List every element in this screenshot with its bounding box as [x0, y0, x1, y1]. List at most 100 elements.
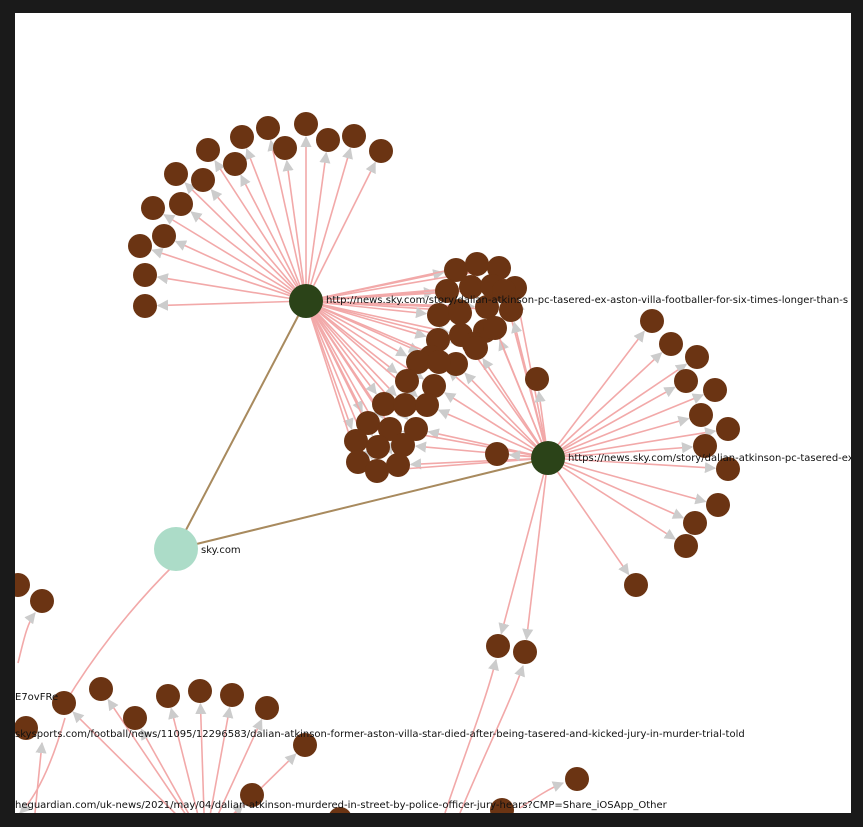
leaf-node[interactable]	[386, 453, 410, 477]
leaf-node[interactable]	[513, 640, 537, 664]
leaf-node[interactable]	[169, 192, 193, 216]
page-node[interactable]	[531, 441, 565, 475]
leaf-node[interactable]	[391, 433, 415, 457]
leaf-node[interactable]	[256, 116, 280, 140]
leaf-node[interactable]	[435, 279, 459, 303]
graph-edge	[490, 318, 549, 459]
leaf-node[interactable]	[427, 350, 451, 374]
leaf-node[interactable]	[422, 374, 446, 398]
leaf-node[interactable]	[133, 263, 157, 287]
graph-edge	[305, 300, 377, 395]
leaf-node[interactable]	[525, 367, 549, 391]
leaf-node[interactable]	[365, 459, 389, 483]
graph-edge	[17, 612, 36, 664]
graph-edge	[156, 273, 307, 302]
leaf-node[interactable]	[448, 301, 472, 325]
leaf-node[interactable]	[406, 350, 430, 374]
leaf-node[interactable]	[366, 435, 390, 459]
leaf-node[interactable]	[164, 162, 188, 186]
leaf-node[interactable]	[444, 258, 468, 282]
leaf-node[interactable]	[123, 706, 147, 730]
leaf-node[interactable]	[273, 136, 297, 160]
leaf-node[interactable]	[674, 369, 698, 393]
graph-edge	[175, 460, 536, 550]
graph-edge	[151, 247, 307, 302]
leaf-node[interactable]	[89, 677, 113, 701]
leaf-node[interactable]	[223, 152, 247, 176]
leaf-node[interactable]	[346, 450, 370, 474]
leaf-node[interactable]	[342, 124, 366, 148]
leaf-node[interactable]	[220, 683, 244, 707]
leaf-node[interactable]	[188, 679, 212, 703]
leaf-node[interactable]	[191, 168, 215, 192]
graph-edge	[547, 457, 717, 474]
leaf-node[interactable]	[683, 511, 707, 535]
leaf-node[interactable]	[141, 196, 165, 220]
leaf-node[interactable]	[490, 798, 514, 813]
graph-edge	[190, 211, 307, 302]
leaf-node[interactable]	[427, 303, 451, 327]
leaf-node[interactable]	[486, 634, 510, 658]
leaf-node[interactable]	[15, 716, 38, 740]
leaf-node[interactable]	[152, 224, 176, 248]
leaf-node[interactable]	[316, 128, 340, 152]
leaf-node[interactable]	[356, 411, 380, 435]
graph-edge	[547, 457, 676, 540]
graph-edge	[437, 409, 549, 459]
graph-edge	[547, 427, 717, 459]
leaf-node[interactable]	[689, 403, 713, 427]
leaf-node[interactable]	[255, 696, 279, 720]
leaf-node[interactable]	[415, 393, 439, 417]
leaf-node[interactable]	[693, 434, 717, 458]
leaf-node[interactable]	[378, 417, 402, 441]
leaf-node[interactable]	[344, 429, 368, 453]
leaf-node[interactable]	[485, 442, 509, 466]
leaf-node[interactable]	[369, 139, 393, 163]
leaf-node[interactable]	[133, 294, 157, 318]
leaf-node[interactable]	[128, 234, 152, 258]
leaf-node[interactable]	[240, 783, 264, 807]
graph-edge	[267, 139, 307, 302]
leaf-node[interactable]	[156, 684, 180, 708]
graph-canvas[interactable]: sky.com http://news.sky.com/story/dalian…	[15, 13, 851, 813]
leaf-node[interactable]	[565, 767, 589, 791]
leaf-node[interactable]	[703, 378, 727, 402]
leaf-node[interactable]	[716, 417, 740, 441]
leaf-node[interactable]	[395, 369, 419, 393]
leaf-node[interactable]	[230, 125, 254, 149]
leaf-node[interactable]	[706, 493, 730, 517]
leaf-node[interactable]	[685, 345, 709, 369]
leaf-node[interactable]	[464, 336, 488, 360]
leaf-node[interactable]	[487, 256, 511, 280]
leaf-node[interactable]	[404, 417, 428, 441]
graph-edge	[547, 457, 630, 576]
leaf-node[interactable]	[640, 309, 664, 333]
leaf-node[interactable]	[475, 295, 499, 319]
leaf-node[interactable]	[294, 112, 318, 136]
leaf-node[interactable]	[30, 589, 54, 613]
leaf-node[interactable]	[293, 733, 317, 757]
graph-edge	[547, 457, 685, 519]
graph-edge	[444, 658, 499, 813]
leaf-node[interactable]	[459, 275, 483, 299]
leaf-node[interactable]	[492, 279, 516, 303]
leaf-node[interactable]	[674, 534, 698, 558]
leaf-node[interactable]	[52, 691, 76, 715]
domain-node[interactable]	[154, 527, 198, 571]
leaf-node[interactable]	[328, 807, 352, 813]
graph-edge	[547, 386, 676, 459]
leaf-node[interactable]	[716, 457, 740, 481]
graph-edge	[34, 741, 47, 813]
graph-edge	[214, 159, 307, 302]
leaf-node[interactable]	[196, 138, 220, 162]
leaf-node[interactable]	[15, 573, 30, 597]
leaf-node[interactable]	[483, 316, 507, 340]
page-node[interactable]	[289, 284, 323, 318]
leaf-node[interactable]	[624, 573, 648, 597]
network-graph[interactable]: sky.com http://news.sky.com/story/dalian…	[15, 13, 851, 813]
leaf-node[interactable]	[659, 332, 683, 356]
leaf-node[interactable]	[465, 252, 489, 276]
leaf-node[interactable]	[393, 393, 417, 417]
leaf-node[interactable]	[372, 392, 396, 416]
leaf-node[interactable]	[499, 298, 523, 322]
